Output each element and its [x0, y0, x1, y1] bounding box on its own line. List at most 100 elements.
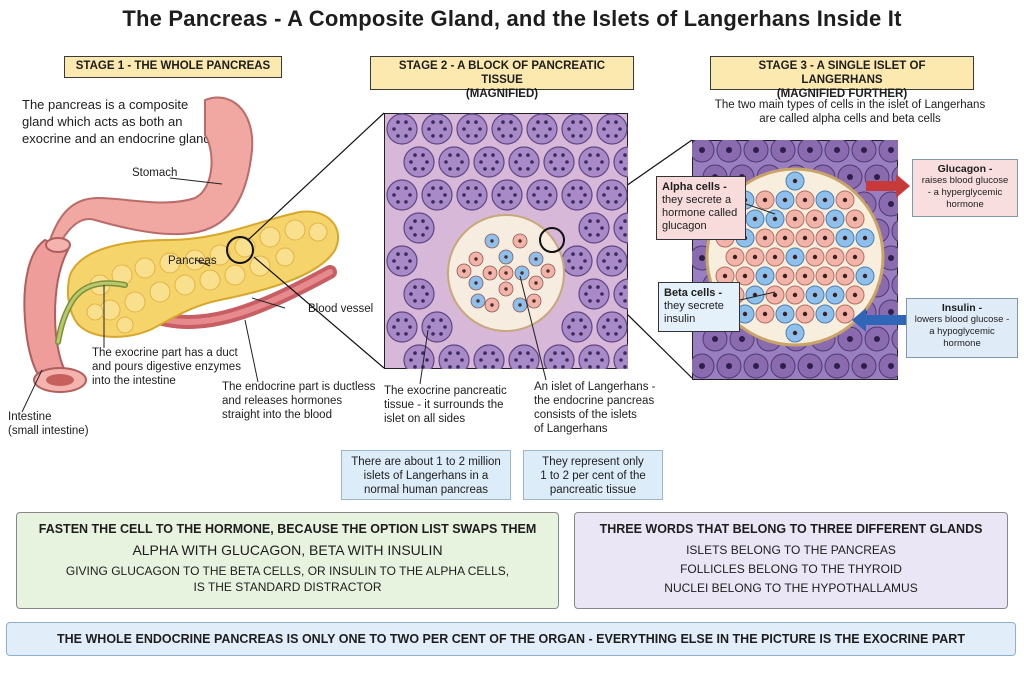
beta-cell [805, 285, 825, 305]
beta-cell [825, 209, 845, 229]
alpha-cell [795, 228, 815, 248]
label-exocrine-tissue: The exocrine pancreatic tissue - it surr… [384, 385, 507, 425]
alpha-cell [805, 209, 825, 229]
acinar-cell [770, 353, 796, 379]
zoom-circle-stage1 [226, 236, 254, 264]
acinus [578, 344, 610, 369]
alpha-cell [835, 190, 855, 210]
insulin-box: Insulin - lowers blood glucose - a hypog… [906, 298, 1018, 358]
beta-cell [745, 209, 765, 229]
acinus [561, 113, 593, 145]
acinus [508, 146, 540, 178]
alpha-cell [785, 285, 805, 305]
acinar-cell [824, 140, 850, 163]
acinus [403, 212, 435, 244]
acinar-cell [851, 140, 877, 163]
alpha-cell [795, 190, 815, 210]
stomach-shape [48, 96, 254, 241]
acinus [473, 344, 505, 369]
acinar-cell [864, 326, 890, 352]
acinus [386, 245, 418, 277]
acinus [386, 179, 418, 211]
alpha-cell [835, 266, 855, 286]
label-intestine: Intestine (small intestine) [8, 411, 89, 437]
label-islet: An islet of Langerhans - the endocrine p… [534, 381, 656, 435]
acinus [526, 179, 558, 211]
label-blood-vessel: Blood vessel [308, 303, 374, 315]
beta-cell [815, 190, 835, 210]
islet-percent-box: They represent only 1 to 2 per cent of t… [523, 450, 663, 500]
beta-cells-box: Beta cells - they secrete insulin [658, 282, 740, 332]
alpha-cell [825, 247, 845, 267]
beta-cell [775, 304, 795, 324]
islet-count-box: There are about 1 to 2 million islets of… [341, 450, 511, 500]
acinar-cell [743, 140, 769, 163]
acinus [421, 179, 453, 211]
stage2-heading: STAGE 2 - A BLOCK OF PANCREATIC TISSUE (… [370, 56, 634, 100]
beta-cell [765, 209, 785, 229]
alpha-cell [765, 285, 785, 305]
acinus [508, 344, 540, 369]
tissue-block [384, 113, 628, 369]
acinar-cell [878, 353, 898, 379]
acinus [543, 344, 575, 369]
alpha-cell [815, 228, 835, 248]
alpha-cell [765, 247, 785, 267]
acinus [613, 146, 628, 178]
acinus [386, 311, 418, 343]
acinus [613, 344, 628, 369]
islet-block [692, 140, 898, 380]
stage3-intro: The two main types of cells in the islet… [714, 99, 986, 125]
acinus [596, 179, 628, 211]
acinus [438, 344, 470, 369]
acinar-cell [797, 353, 823, 379]
label-stomach: Stomach [132, 167, 178, 179]
beta-cell [825, 285, 845, 305]
label-endocrine-part: The endocrine part is ductless and relea… [222, 381, 376, 421]
acinus [403, 278, 435, 310]
beta-cell [785, 323, 805, 343]
beta-cell [785, 171, 805, 191]
alpha-cell [755, 228, 775, 248]
beta-cell [785, 247, 805, 267]
alpha-cell [745, 247, 765, 267]
acinar-cell [716, 353, 742, 379]
alpha-cell [845, 285, 865, 305]
acinus [386, 113, 418, 145]
acinus [613, 212, 628, 244]
acinus [403, 146, 435, 178]
acinus [526, 113, 558, 145]
acinus [578, 146, 610, 178]
beta-cell [835, 228, 855, 248]
acinar-cell [837, 326, 863, 352]
alpha-cell [725, 247, 745, 267]
acinus [473, 146, 505, 178]
acinus [491, 179, 523, 211]
beta-cell [855, 228, 875, 248]
acinus [578, 278, 610, 310]
acinus [403, 344, 435, 369]
alpha-cell [735, 266, 755, 286]
acinus [596, 311, 628, 343]
zoom-circle-stage2 [539, 227, 565, 253]
acinus [561, 311, 593, 343]
stage3-heading: STAGE 3 - A SINGLE ISLET OF LANGERHANS (… [710, 56, 974, 100]
acinar-cell [692, 353, 715, 379]
pancreas-illustration [21, 96, 340, 413]
acinar-cell [878, 140, 898, 163]
acinus [578, 212, 610, 244]
alpha-cell [805, 247, 825, 267]
alpha-cell [795, 304, 815, 324]
alpha-cell [815, 266, 835, 286]
glucagon-arrow [866, 174, 910, 198]
beta-cell [855, 266, 875, 286]
footer-panel: THE WHOLE ENDOCRINE PANCREAS IS ONLY ONE… [6, 622, 1016, 656]
alpha-cell [755, 190, 775, 210]
alpha-cell [775, 228, 795, 248]
acinar-cell [824, 353, 850, 379]
alpha-cell [755, 304, 775, 324]
acinar-cell [770, 140, 796, 163]
purple-panel: THREE WORDS THAT BELONG TO THREE DIFFERE… [574, 512, 1008, 609]
